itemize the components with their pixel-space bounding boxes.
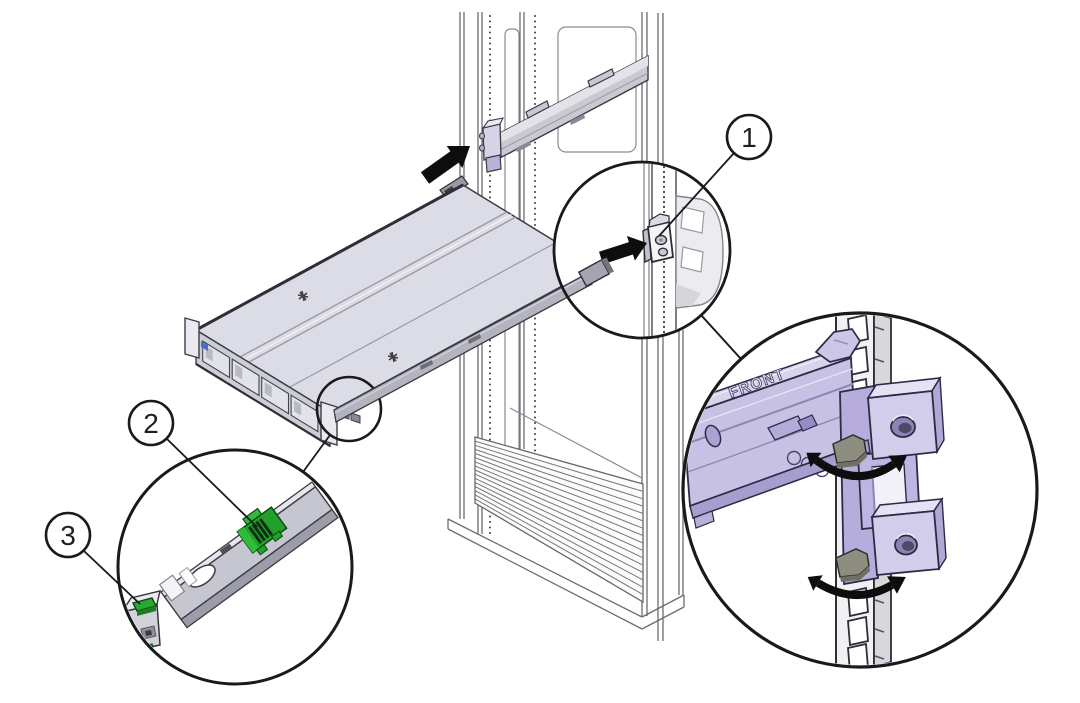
post-shading [676, 284, 701, 306]
bracket-bottom-lip [180, 508, 339, 629]
magnifier-ring [681, 311, 1039, 669]
rack-base-frame [447, 518, 685, 630]
top-cover-seam-highlight [244, 213, 512, 361]
rail-oval-hole [704, 424, 722, 448]
rack-post-clip [642, 213, 674, 264]
callout-2-number: 2 [143, 408, 159, 439]
top-cover-seam [289, 241, 558, 388]
magnifier-ring [116, 448, 354, 686]
front-port [350, 412, 361, 424]
rail-latch-hook [814, 328, 862, 363]
magnifier-ring [552, 160, 732, 340]
captive-screw-icon [387, 351, 399, 363]
upper-thumb-lever [832, 434, 867, 468]
bracket-opening [178, 566, 198, 588]
callout-2-marker: 2 [127, 399, 175, 447]
bracket-upper-block [866, 375, 945, 460]
vent-slats [474, 440, 644, 596]
rail-lower-latch [485, 154, 502, 173]
insertion-arrow-icon [420, 146, 470, 184]
bracket-pin [479, 132, 485, 140]
rack-frame [447, 12, 685, 641]
slide-rail-groove [499, 72, 649, 151]
chassis-mounting-bracket [158, 481, 339, 629]
server-front-bottom-edge [195, 363, 331, 447]
clip-pin [657, 247, 669, 257]
server-side-rail [333, 257, 614, 424]
callout-1-leader [658, 152, 735, 237]
detail-circle-chassis-corner [315, 375, 383, 443]
slide-rail-tab [587, 68, 615, 88]
rack-inner-panel [504, 28, 520, 449]
green-lock-button [236, 506, 288, 556]
rotation-arrow-icon [807, 575, 906, 599]
post-slot [680, 246, 704, 273]
rack-vent-panel [474, 436, 644, 604]
drive-bay-latch [294, 400, 302, 416]
rail-tip-end [601, 257, 614, 274]
callout-1-marker: 1 [725, 113, 773, 161]
rack-floor-edge [509, 407, 643, 479]
top-cover-seam [239, 211, 508, 358]
magnifier-connector-line [700, 314, 742, 360]
callout-3-marker: 3 [44, 511, 92, 559]
server-chassis [184, 183, 599, 448]
callout-3-number: 3 [60, 520, 76, 551]
drive-bays [202, 340, 319, 433]
drive-bay-latch [264, 382, 272, 398]
callout-2-leader [166, 438, 258, 528]
drive-bay-latch [235, 364, 243, 380]
top-cover-seam [248, 216, 517, 363]
rotation-arrow-icon [806, 452, 908, 480]
detail-circle-mounting-bracket [116, 448, 354, 686]
post-slot [680, 206, 705, 234]
rail-front-bracket [482, 123, 502, 161]
bracket-lower-block [870, 496, 947, 576]
bracket-pin [479, 144, 485, 152]
detail-circle-rail-bracket: FRONT [681, 311, 1039, 669]
rack-side-panel [557, 26, 637, 153]
rail-front-bracket-top [481, 117, 504, 129]
server-left-ear [184, 317, 200, 359]
insertion-arrow-icon [599, 236, 647, 265]
slide-rail-highlight [500, 56, 648, 143]
mounted-slide-rail [479, 54, 649, 173]
server-left-edge [195, 183, 464, 332]
bracket-slot [219, 543, 233, 555]
lower-thumb-lever [835, 548, 870, 582]
magnifier-connector-line [302, 434, 331, 473]
bracket-opening [158, 574, 186, 602]
rail-mounting-bracket [839, 375, 947, 586]
ear-label [201, 341, 208, 351]
rail-molded-circle [786, 450, 802, 466]
callout-1-number: 1 [741, 122, 757, 153]
slide-rail-tab [525, 100, 550, 119]
slide-rail-slot [516, 141, 531, 152]
captive-screw-icon [297, 290, 309, 302]
server-right-ear [320, 401, 338, 446]
callout-3-leader [83, 550, 141, 605]
slide-rail-slot [570, 114, 585, 125]
